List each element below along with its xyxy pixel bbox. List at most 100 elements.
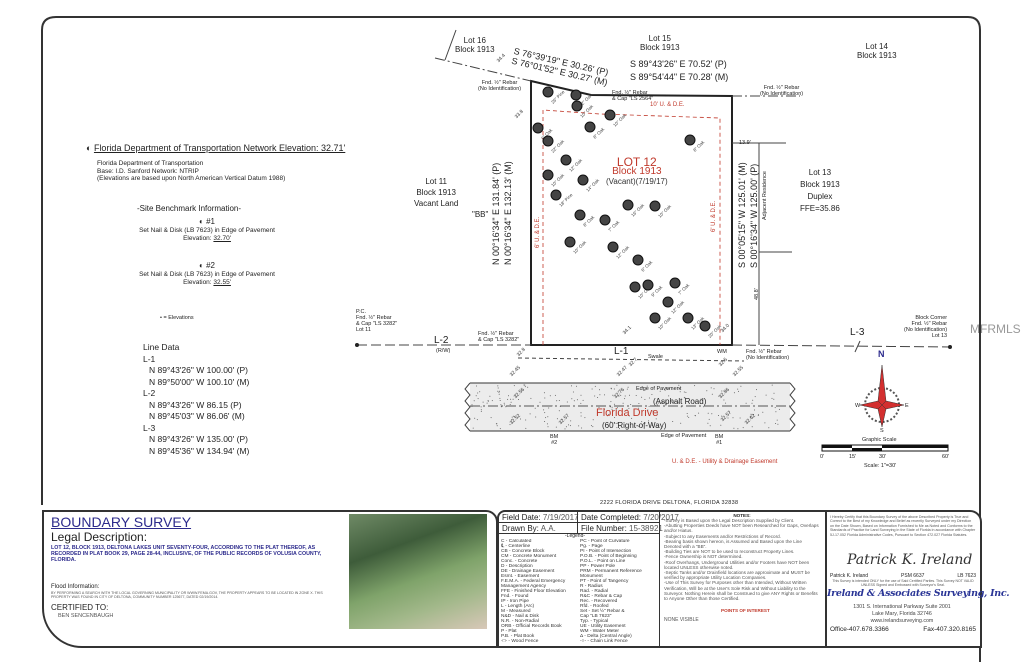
surveyor-block: I Hereby Certify that this Boundary Surv… <box>825 510 1010 648</box>
scale-text: Scale: 1"=30' <box>864 463 897 469</box>
easement-left-label: 6' U. & D.E. <box>535 216 541 248</box>
legend-item: Typ. - Typical <box>580 619 609 624</box>
legend-item: IP - Iron Pipe <box>501 599 529 604</box>
monument-bottom-right: Fnd. ½" Rebar(No Identification) <box>746 349 790 361</box>
property-address: 2222 FLORIDA DRIVE DELTONA, FLORIDA 3283… <box>600 500 739 506</box>
line-l3-label: L-3 <box>850 327 865 338</box>
legend-item: ℄ - Centerline <box>501 544 531 549</box>
edge-pavement-top: Edge of Pavement <box>636 386 682 392</box>
legend-item: Rfd. - Roofed <box>580 604 609 609</box>
benchmark-icon: ◐ <box>86 143 94 153</box>
watermark: MFRMLS <box>970 322 1021 336</box>
tree-icon: 9" Oak <box>642 279 664 298</box>
elevations-key: • = Elevations <box>160 315 194 321</box>
monument-pc: P.C.Fnd. ½" Rebar& Cap "LS 3282"Lot 11 <box>356 309 398 333</box>
monument-top-mid: Fnd. ½" Rebar& Cap "LS 2564" <box>612 90 654 102</box>
tree-icon: 12" Oak <box>662 296 686 315</box>
road-surface-label: (Asphalt Road) <box>653 397 707 406</box>
bm1-label: BM#1 <box>715 434 724 446</box>
monument-bottom-left: Fnd. ½" Rebar& Cap "LS 3282" <box>478 331 520 343</box>
notes-list: -Survey is Based upon the Legal Descript… <box>664 518 820 601</box>
legend-item: C - Calculated <box>501 539 532 544</box>
compass-e: E <box>905 403 909 409</box>
dim-48-8: 48.8' <box>754 288 760 300</box>
compass-n: N <box>878 349 885 359</box>
edge-pavement-bottom: Edge of Pavement <box>661 433 707 439</box>
tree-icon: 10" Oak <box>649 312 673 331</box>
legend-item: P.B. - Plat Book <box>501 634 535 639</box>
tree-icon: 22" Oak <box>542 135 566 154</box>
notes-title: NOTES: <box>733 513 751 518</box>
easement-top-label: 10' U. & D.E. <box>650 102 685 108</box>
legend-item: CM - Concrete Monument <box>501 554 557 559</box>
legend-item: Cap "LB 7623" <box>580 614 612 619</box>
tree-icon: 8" Oak <box>584 121 606 140</box>
legend-item: DE - Drainage Easement <box>501 569 555 574</box>
bm2-label: BM#2 <box>550 434 559 446</box>
road-name: Florida Drive <box>596 407 659 419</box>
tree-icon: 14" Oak <box>577 174 601 193</box>
legend-item: P - Plat <box>501 629 517 634</box>
bearing-left: N 00°16'34" E 131.84' (P)N 00°16'34" E 1… <box>491 161 513 265</box>
legend-item: CB - Concrete Block <box>501 549 545 554</box>
surveyor-signature: Patrick K. Ireland <box>847 552 973 568</box>
tree-icon: 7" Oak <box>669 277 691 296</box>
adjacent-residence-label: Adjacent Residence <box>762 171 768 220</box>
tree-icon: 7" Oak <box>599 214 621 233</box>
flood-text: BY PERFORMING A SEARCH WITH THE LOCAL GO… <box>51 591 323 600</box>
validity-text: This Survey is intended ONLY for the use… <box>832 579 974 587</box>
scale-tick: 60' <box>942 454 950 460</box>
legend-item: Pg. - Page <box>580 544 603 549</box>
legend-item: N.R. - Non-Radial <box>501 619 539 624</box>
legend-item: Set - Set ½" Rebar & <box>580 609 625 614</box>
tree-icon: 26" Pine <box>542 86 566 105</box>
legend-item: PT - Point of Tangency <box>580 579 629 584</box>
legend-item: Δ - Delta (Central Angle) <box>580 634 632 639</box>
tree-icon: 10" Oak <box>649 200 673 219</box>
tree-icon: 12" Oak <box>560 154 584 173</box>
legend-item: M - Measured <box>501 609 531 614</box>
dim-13-9: 13.9' <box>739 140 751 146</box>
certified-to: BEN SENCENBAUGH <box>58 613 114 619</box>
legend-item: R - Radius <box>580 584 603 589</box>
legend-item: Fnd. - Found <box>501 594 529 599</box>
easement-line <box>542 109 721 345</box>
site-photo <box>349 514 487 629</box>
easement-right-label: 6' U. & D.E. <box>711 200 717 232</box>
tree-icon: 10" Oak <box>604 109 628 128</box>
scale-tick: 0' <box>820 454 825 460</box>
compass-w: W <box>855 403 861 409</box>
monument-top-right: Fnd. ½" Rebar(No Identification) <box>760 85 804 97</box>
legend-item: PC - Point of Curvature <box>580 539 630 544</box>
note-item: -Use of This Survey for Purposes other t… <box>664 580 818 602</box>
drawn-by: Drawn By: A.A. <box>502 524 556 533</box>
lot-line-ext <box>434 57 532 82</box>
legend-title: -Legend- <box>565 533 586 539</box>
company-name: Ireland & Associates Surveying, Inc. <box>827 588 1010 599</box>
bearing-right: S 00°05'15" W 125.01' (M)S 00°16'34" W 1… <box>737 162 759 268</box>
legend-item: D - Description <box>501 564 533 569</box>
flood-heading: Flood Information: <box>51 584 100 590</box>
tree-icon: 8" Oak <box>574 209 596 228</box>
certification-text: I Hereby Certify that this Boundary Surv… <box>830 515 976 537</box>
line-l1-label: L-1 <box>614 346 629 357</box>
title-block: BOUNDARY SURVEY Legal Description: LOT 1… <box>42 510 498 648</box>
tree-icon: 10" Oak <box>564 236 588 255</box>
tree-icon: 18" Pine <box>550 189 574 208</box>
date-completed: Date Completed: 7/20/2017 <box>581 513 679 522</box>
compass-s: S <box>880 428 884 434</box>
bearing-top-right: S 89°43'26" E 70.52' (P)S 89°54'44" E 70… <box>630 59 729 82</box>
asphalt-texture <box>471 384 780 430</box>
florida-drive-road <box>470 383 790 431</box>
note-item: -Fence Ownership is NOT determined. <box>664 554 743 560</box>
legend-item: FFE - Finished Floor Elevation <box>501 589 566 594</box>
graphic-scale-title: Graphic Scale <box>862 437 897 443</box>
scale-tick: 15' <box>849 454 857 460</box>
